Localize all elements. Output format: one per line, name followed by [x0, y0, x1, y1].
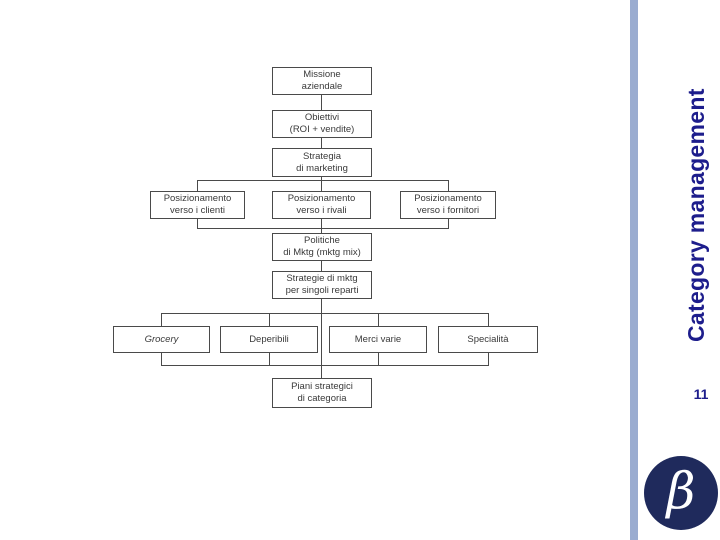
page-number: 11	[693, 386, 709, 402]
connector-missione-obiettivi	[321, 95, 322, 110]
connector-rivali-politiche	[321, 219, 322, 233]
connector-obiettivi-strategia	[321, 138, 322, 148]
flowchart-node-piani: Piani strategici di categoria	[272, 378, 372, 408]
connector-stub-specialita-out	[488, 353, 489, 365]
connector-stub-deperibili-out	[269, 353, 270, 365]
beta-logo: β	[644, 456, 718, 530]
flowchart-node-grocery: Grocery	[113, 326, 210, 353]
connector-stub-specialita-in	[488, 313, 489, 326]
beta-logo-glyph: β	[666, 462, 696, 520]
connector-politiche-strategie	[321, 260, 322, 271]
connector-strategia-down	[321, 177, 322, 191]
flowchart-node-pos-rivali: Posizionamento verso i rivali	[272, 191, 371, 219]
connector-branch-bottom	[161, 313, 489, 314]
connector-stub-merci-in	[378, 313, 379, 326]
flowchart-node-pos-fornitori: Posizionamento verso i fornitori	[400, 191, 496, 219]
flowchart-node-obiettivi: Obiettivi (ROI + vendite)	[272, 110, 372, 138]
flowchart-node-missione: Missione aziendale	[272, 67, 372, 95]
connector-merge-bottom	[161, 365, 489, 366]
connector-stub-fornitori-out	[448, 219, 449, 229]
flowchart-node-strategie-reparti: Strategie di mktg per singoli reparti	[272, 271, 372, 299]
flowchart-node-politiche: Politiche di Mktg (mktg mix)	[272, 233, 372, 261]
connector-stub-clienti-out	[197, 219, 198, 229]
connector-strategie-piani	[321, 299, 322, 378]
connector-stub-grocery-in	[161, 313, 162, 326]
flowchart-node-deperibili: Deperibili	[220, 326, 318, 353]
flowchart-node-merci-varie: Merci varie	[329, 326, 427, 353]
flowchart-node-specialita: Specialità	[438, 326, 538, 353]
slide-section-title: Category management	[683, 88, 709, 342]
connector-stub-clienti-in	[197, 180, 198, 191]
flowchart-node-pos-clienti: Posizionamento verso i clienti	[150, 191, 245, 219]
connector-branch-top	[197, 180, 449, 181]
flowchart-node-strategia: Strategia di marketing	[272, 148, 372, 177]
connector-stub-grocery-out	[161, 353, 162, 365]
connector-stub-fornitori-in	[448, 180, 449, 191]
connector-stub-merci-out	[378, 353, 379, 365]
connector-stub-deperibili-in	[269, 313, 270, 326]
sidebar-accent-bar	[630, 0, 638, 540]
connector-merge-top	[197, 228, 449, 229]
